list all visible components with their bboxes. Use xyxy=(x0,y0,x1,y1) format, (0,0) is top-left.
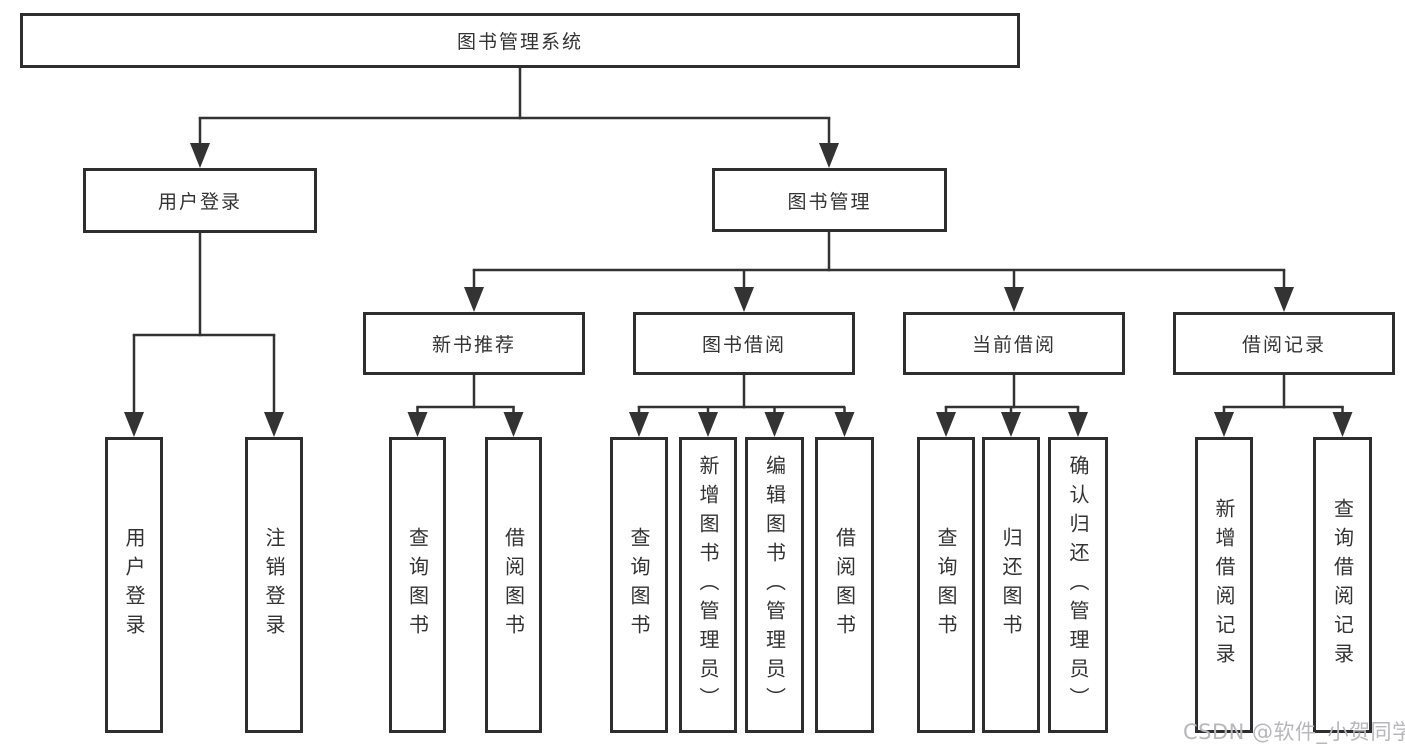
leaf-add-books-admin: 新增图书（管理员） xyxy=(679,437,737,733)
leaf-query-books-current: 查询图书 xyxy=(917,437,975,733)
leaf-borrow-books: 借阅图书 xyxy=(815,437,874,733)
connector-new-books-to-leaves xyxy=(407,375,524,437)
leaf-confirm-return-admin: 确认归还（管理员） xyxy=(1048,437,1108,733)
connector-current-borrowing-to-leaves xyxy=(936,375,1088,437)
node-label: 借阅记录 xyxy=(1241,334,1326,356)
csdn-watermark: CSDN @软件_小贺同学 xyxy=(1183,720,1405,744)
connector-root-to-level2 xyxy=(190,68,839,168)
node-user-login: 用户登录 xyxy=(83,168,317,233)
leaf-query-books-newbooks: 查询图书 xyxy=(389,437,446,733)
leaf-return-books: 归还图书 xyxy=(982,437,1040,733)
node-label: 新增图书（管理员） xyxy=(696,454,720,716)
leaf-add-borrow-record: 新增借阅记录 xyxy=(1195,437,1253,733)
node-book-borrowing: 图书借阅 xyxy=(633,312,855,375)
node-current-borrowing: 当前借阅 xyxy=(903,312,1125,375)
node-label: 用户登录 xyxy=(157,191,242,213)
node-label: 借阅图书 xyxy=(501,527,526,643)
leaf-borrow-books-newbooks: 借阅图书 xyxy=(485,437,542,733)
node-label: 查询借阅记录 xyxy=(1330,498,1355,672)
node-label: 用户登录 xyxy=(122,527,146,643)
node-label: 归还图书 xyxy=(999,527,1023,643)
connector-book-borrowing-to-leaves xyxy=(629,375,855,437)
node-label: 查询图书 xyxy=(627,527,651,643)
leaf-query-borrow-record: 查询借阅记录 xyxy=(1313,437,1372,733)
leaf-logout: 注销登录 xyxy=(245,437,303,733)
node-label: 确认归还（管理员） xyxy=(1066,454,1090,716)
connector-user-login-to-leaves xyxy=(124,233,284,437)
connector-borrowing-records-to-leaves xyxy=(1214,375,1353,437)
node-book-management: 图书管理 xyxy=(712,168,947,232)
leaf-edit-books-admin: 编辑图书（管理员） xyxy=(745,437,804,733)
node-label: 新书推荐 xyxy=(431,334,516,356)
node-label: 新增借阅记录 xyxy=(1212,498,1236,672)
leaf-user-login: 用户登录 xyxy=(105,437,163,733)
leaf-query-books-borrowing: 查询图书 xyxy=(610,437,668,733)
node-label: 图书借阅 xyxy=(701,334,786,356)
connector-book-management-to-level3 xyxy=(464,232,1294,312)
node-label: 查询图书 xyxy=(405,527,430,643)
node-label: 注销登录 xyxy=(262,527,286,643)
node-label: 图书管理 xyxy=(787,190,872,213)
node-borrowing-records: 借阅记录 xyxy=(1173,312,1395,375)
node-label: 借阅图书 xyxy=(832,527,857,643)
node-label: 当前借阅 xyxy=(971,334,1056,356)
node-book-management-system: 图书管理系统 xyxy=(20,13,1020,68)
node-label: 查询图书 xyxy=(934,527,958,643)
node-new-books: 新书推荐 xyxy=(363,312,585,375)
node-label: 图书管理系统 xyxy=(456,31,583,53)
node-label: 编辑图书（管理员） xyxy=(762,454,787,716)
